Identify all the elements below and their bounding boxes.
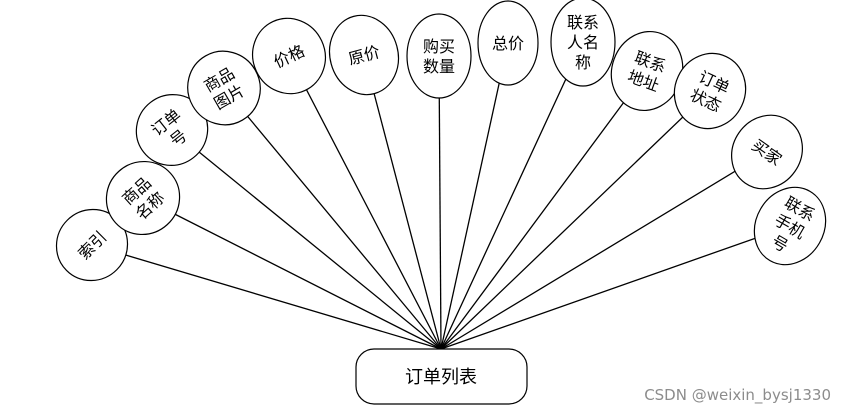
attribute-ellipse	[550, 0, 616, 87]
connector-line	[440, 90, 711, 350]
attribute-ellipse	[477, 0, 539, 86]
attribute-ellipse	[753, 186, 827, 266]
attribute-node: 总价	[477, 0, 539, 86]
attribute-label: 称	[575, 53, 591, 72]
connector-line	[91, 244, 442, 350]
connector-line	[440, 151, 768, 350]
attribute-label: 联系	[567, 13, 599, 32]
entity-label: 订单列表	[405, 367, 477, 388]
attribute-label: 数量	[423, 57, 455, 76]
attribute-label: 购买	[423, 37, 455, 56]
connector-lines	[91, 41, 791, 350]
connector-line	[223, 87, 442, 350]
attribute-ellipse	[731, 114, 803, 190]
attribute-node: 索引	[55, 208, 129, 282]
connector-line	[440, 225, 791, 350]
attribute-ellipse	[406, 13, 472, 99]
entity-box	[355, 348, 528, 405]
attribute-ellipse	[252, 17, 326, 95]
entity-node: 订单列表	[355, 348, 528, 405]
connector-line	[440, 41, 584, 350]
connector-line	[440, 42, 509, 350]
attribute-node: 原价	[328, 14, 400, 96]
attribute-node: 价格	[252, 17, 326, 95]
attribute-ellipse	[328, 14, 400, 96]
watermark: CSDN @weixin_bysj1330	[644, 386, 831, 404]
connector-line	[440, 70, 648, 350]
attribute-label: 总价	[492, 34, 524, 53]
attribute-ellipse	[673, 52, 747, 130]
connector-line	[363, 54, 442, 350]
connector-line	[142, 197, 442, 350]
attribute-nodes: 索引商品名称订单号商品图片价格原价购买数量总价联系人名称联系地址订单状态买家联系…	[55, 0, 827, 282]
attribute-label: 人名	[567, 33, 599, 52]
attribute-ellipse	[105, 160, 181, 236]
connector-line	[288, 55, 442, 350]
connector-line	[438, 55, 442, 350]
connector-line	[171, 129, 442, 350]
attribute-node: 买家	[731, 114, 803, 190]
